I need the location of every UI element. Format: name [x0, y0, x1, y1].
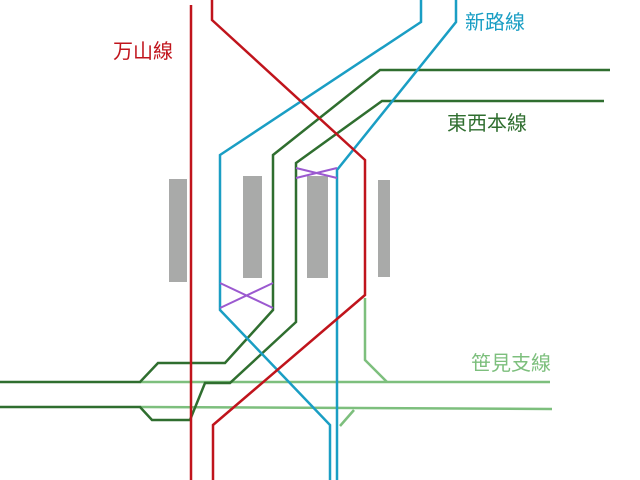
sasami-spur-bottom	[339, 409, 355, 427]
platforms	[169, 176, 390, 282]
crossover-left-b	[219, 282, 274, 309]
platform-4	[378, 180, 390, 277]
shinro-track-2	[335, 0, 458, 480]
sasami-track-lower	[139, 405, 553, 411]
tozai-main-line	[0, 68, 610, 422]
tozai-line-label: 東西本線	[447, 111, 527, 135]
tozai-track-1	[0, 68, 610, 384]
shinro-track-1	[218, 0, 423, 480]
sasami-line-label: 笹見支線	[471, 351, 551, 375]
manzan-track-2	[210, 0, 367, 480]
tozai-track-2	[0, 99, 604, 422]
manzan-line-label: 万山線	[113, 39, 173, 63]
sasami-spur-right	[363, 298, 388, 383]
platform-1	[169, 179, 187, 282]
crossover-right-b	[295, 167, 338, 179]
line-labels: 万山線 新路線 東西本線 笹見支線	[113, 10, 551, 375]
platform-2	[243, 176, 262, 278]
crossovers	[219, 167, 338, 309]
shinro-line-label: 新路線	[465, 10, 525, 34]
platform-3	[307, 176, 328, 278]
manzan-line	[189, 0, 367, 480]
shinro-line	[218, 0, 458, 480]
